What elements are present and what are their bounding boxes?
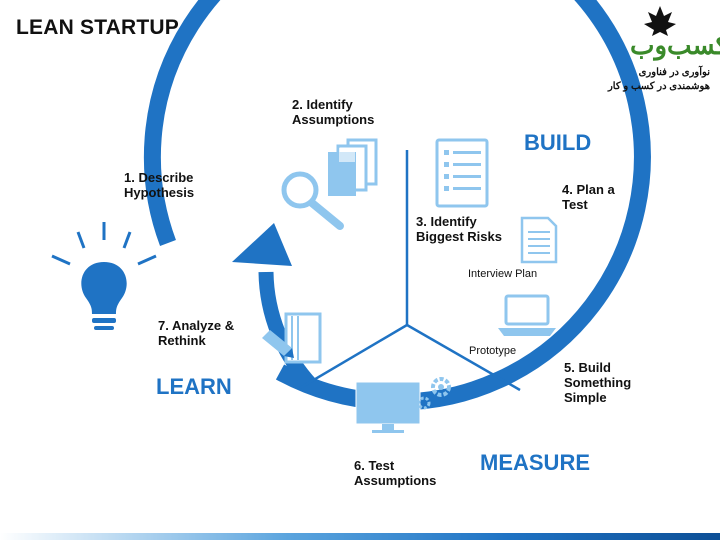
step-2-label: 2. Identify Assumptions <box>292 97 375 127</box>
phase-build: BUILD <box>524 130 592 155</box>
divider-left <box>299 323 408 390</box>
step-7-label: 7. Analyze & Rethink <box>158 318 235 348</box>
step-5-label: 5. Build Something Simple <box>564 360 632 405</box>
monitor-gear-icon <box>355 377 451 433</box>
lightbulb-icon <box>51 222 157 330</box>
return-arrow-head <box>232 223 292 266</box>
magnifier-icon <box>281 171 344 230</box>
page-title: LEAN STARTUP <box>16 16 180 39</box>
divider-right <box>406 323 521 392</box>
inner-return-arc <box>258 271 318 392</box>
logo-leaf-icon <box>644 6 676 36</box>
paper-icon <box>520 216 558 264</box>
step-3-label: 3. Identify Biggest Risks <box>416 214 502 244</box>
logo-tagline-2: هوشمندی در کسب و کار <box>607 81 710 92</box>
footer-bar <box>0 533 720 540</box>
step-4-label: 4. Plan a Test <box>562 182 615 212</box>
interview-plan-label: Interview Plan <box>468 268 538 280</box>
prototype-label: Prototype <box>469 345 517 357</box>
logo-tagline-1: نوآوری در فناوری <box>638 67 710 78</box>
logo-brand: کسب‌وب <box>630 30 720 60</box>
step-6-label: 6. Test Assumptions <box>354 458 437 488</box>
notebook-pencil-icon <box>262 312 322 364</box>
step-1-label: 1. Describe Hypothesis <box>124 170 195 200</box>
checklist-icon <box>435 138 489 208</box>
outer-cycle-arc <box>143 0 651 411</box>
document-stack-icon <box>328 138 378 196</box>
laptop-icon <box>498 294 556 336</box>
phase-measure: MEASURE <box>480 450 591 475</box>
phase-learn: LEARN <box>156 374 232 399</box>
